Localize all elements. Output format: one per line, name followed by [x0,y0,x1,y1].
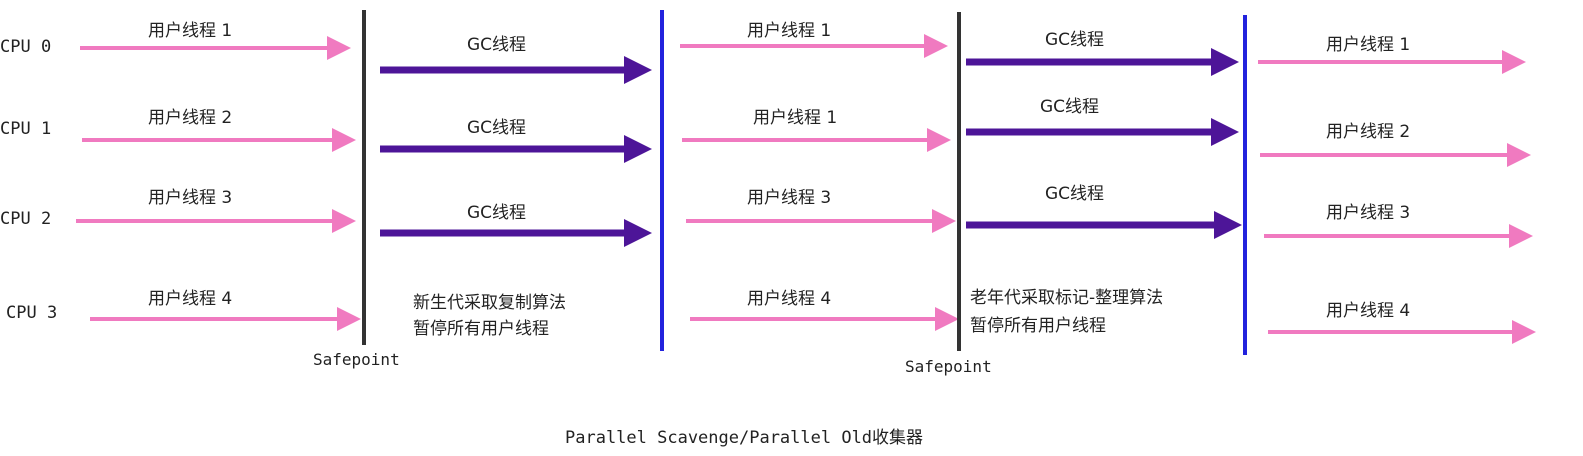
cpu-label: CPU 0 [0,37,51,57]
gc-note-line2: 暂停所有用户线程 [413,319,549,339]
user-thread-label: 用户线程 2 [148,108,232,128]
phase3-user-threads: 用户线程 1 用户线程 1 用户线程 3 用户线程 4 [680,21,959,331]
gc-thread-label: GC线程 [467,35,526,55]
gc-thread-label: GC线程 [1045,30,1104,50]
cpu-label: CPU 2 [0,209,51,229]
cpu-label: CPU 3 [6,303,57,323]
user-thread-label: 用户线程 3 [148,188,232,208]
cpu-labels: CPU 0 CPU 1 CPU 2 CPU 3 [0,37,57,323]
user-thread-label: 用户线程 2 [1326,122,1410,142]
user-thread-label: 用户线程 1 [1326,35,1410,55]
diagram-caption: Parallel Scavenge/Parallel Old收集器 [565,428,923,448]
safepoint-label: Safepoint [905,357,992,376]
gc-thread-label: GC线程 [1045,184,1104,204]
gc-thread-label: GC线程 [467,203,526,223]
gc-thread-label: GC线程 [467,118,526,138]
phase4-gc-threads: GC线程 GC线程 GC线程 老年代采取标记-整理算法 暂停所有用户线程 [966,30,1242,336]
user-thread-label: 用户线程 3 [1326,203,1410,223]
user-thread-label: 用户线程 4 [148,289,232,309]
gc-note-line1: 老年代采取标记-整理算法 [970,288,1163,308]
user-thread-label: 用户线程 1 [747,21,831,41]
user-thread-label: 用户线程 4 [1326,301,1410,321]
user-thread-label: 用户线程 1 [148,21,232,41]
phase2-gc-threads: GC线程 GC线程 GC线程 新生代采取复制算法 暂停所有用户线程 [380,35,652,339]
user-thread-label: 用户线程 3 [747,188,831,208]
user-thread-label: 用户线程 4 [747,289,831,309]
gc-note-line2: 暂停所有用户线程 [970,316,1106,336]
safepoint-label: Safepoint [313,350,400,369]
gc-thread-label: GC线程 [1040,97,1099,117]
user-thread-label: 用户线程 1 [753,108,837,128]
gc-note-line1: 新生代采取复制算法 [413,293,566,313]
phase5-user-threads: 用户线程 1 用户线程 2 用户线程 3 用户线程 4 [1258,35,1536,344]
cpu-label: CPU 1 [0,119,51,139]
phase1-user-threads: 用户线程 1 用户线程 2 用户线程 3 用户线程 4 [76,21,361,331]
